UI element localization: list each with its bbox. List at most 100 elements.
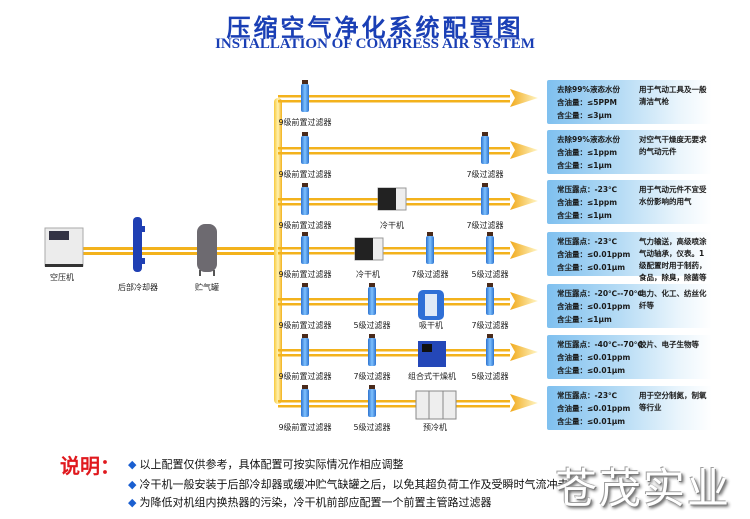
component-label: 吸干机: [419, 321, 443, 330]
spec-line: 含油量：≤1ppm: [557, 148, 618, 157]
spec-line: 含尘量：≤0.01μm: [557, 263, 626, 272]
flow-arrow-icon: [510, 192, 538, 210]
component-label: 9级前置过滤器: [278, 170, 332, 179]
page-title: 压缩空气净化系统配置图: [226, 14, 524, 42]
component-label: 冷干机: [356, 270, 380, 279]
desiccant-dryer-icon: [418, 290, 444, 320]
spec-line: 常压露点：-23℃: [557, 391, 618, 400]
filter-icon: [368, 385, 376, 417]
filter-icon: [301, 80, 309, 112]
refrigerated-dryer-icon: [354, 237, 384, 261]
component-label: 7级过滤器: [411, 270, 449, 279]
component-label: 9级前置过滤器: [278, 118, 332, 127]
branch-pipe: [278, 141, 538, 159]
pre-cooler-icon: [415, 390, 457, 420]
filter-icon: [486, 283, 494, 315]
component-label: 5级过滤器: [353, 423, 391, 432]
filter-icon: [486, 334, 494, 366]
component-label: 预冷机: [423, 423, 447, 432]
usage-text: 用于气动元件不宜受水份影响的用气: [639, 185, 707, 206]
branch-pipe: [278, 89, 538, 107]
usage-text: 气力输送，高级喷涂气动轴承，仪表。1级配置时用于制药，食品，除臭，除菌等: [639, 237, 707, 282]
spec-line: 常压露点：-23℃: [557, 185, 618, 194]
spec-line: 含尘量：≤1μm: [557, 161, 612, 170]
spec-line: 含油量：≤0.01ppm: [557, 302, 631, 311]
component-label: 9级前置过滤器: [278, 221, 332, 230]
component-label: 9级前置过滤器: [278, 423, 332, 432]
usage-text: 用于空分制氮，制氧等行业: [639, 391, 707, 412]
component-label: 7级过滤器: [471, 321, 509, 330]
spec-box: 常压露点：-23℃ 含油量：≤0.01ppm 含尘量：≤0.01μm 气力输送，高级喷…: [547, 232, 712, 282]
spec-line: 去除99%液态水份: [557, 135, 620, 144]
spec-line: 含尘量：≤1μm: [557, 211, 612, 220]
aftercooler-icon: [133, 217, 145, 272]
flow-arrow-icon: [510, 394, 538, 412]
refrigerated-dryer-icon: [377, 187, 407, 211]
component-label: 7级过滤器: [466, 221, 504, 230]
note-item: ◆以上配置仅供参考，具体配置可按实际情况作相应调整: [128, 458, 404, 471]
note-item: ◆冷干机一般安装于后部冷却器或缓冲贮气缺罐之后，以免其超负荷工作及受瞬时气流冲击: [128, 478, 569, 491]
filter-icon: [301, 385, 309, 417]
usage-text: 用于气动工具及一般清洁气枪: [639, 85, 707, 106]
flow-arrow-icon: [510, 141, 538, 159]
spec-line: 常压露点：-20℃--70℃: [557, 289, 643, 298]
diamond-bullet-icon: ◆: [128, 458, 137, 471]
diamond-bullet-icon: ◆: [128, 478, 137, 491]
spec-line: 含油量：≤5PPM: [557, 98, 617, 107]
spec-line: 含尘量：≤0.01μm: [557, 366, 626, 375]
diamond-bullet-icon: ◆: [128, 496, 137, 509]
flow-arrow-icon: [510, 292, 538, 310]
component-label: 组合式干燥机: [408, 372, 456, 381]
component-label: 5级过滤器: [471, 372, 509, 381]
component-label: 7级过滤器: [466, 170, 504, 179]
usage-text: 电力、化工、纺丝化纤等: [639, 289, 707, 310]
spec-line: 含油量：≤0.01ppm: [557, 404, 631, 413]
filter-icon: [368, 283, 376, 315]
usage-text: 胶片、电子生物等: [639, 340, 699, 349]
filter-icon: [481, 132, 489, 164]
filter-icon: [301, 232, 309, 264]
combined-dryer-icon: [418, 341, 446, 367]
component-label: 9级前置过滤器: [278, 372, 332, 381]
filter-icon: [368, 334, 376, 366]
watermark: 苍茂实业: [555, 464, 732, 513]
riser-pipe: [274, 98, 282, 404]
filter-icon: [301, 283, 309, 315]
spec-line: 含尘量：≤0.01μm: [557, 417, 626, 426]
spec-line: 含油量：≤1ppm: [557, 198, 618, 207]
flow-arrow-icon: [510, 89, 538, 107]
spec-line: 含油量：≤0.01ppm: [557, 250, 631, 259]
spec-line: 常压露点：-23℃: [557, 237, 618, 246]
page-subtitle: INSTALLATION OF COMPRESS AIR SYSTEM: [215, 36, 535, 52]
compressor-label: 空压机: [50, 273, 74, 282]
branch-pipe: [278, 192, 538, 210]
spec-line: 含尘量：≤1μm: [557, 315, 612, 324]
usage-text: 对空气干燥度无要求的气动元件: [639, 135, 707, 156]
component-label: 7级过滤器: [353, 372, 391, 381]
spec-box: 常压露点：-20℃--70℃ 含油量：≤0.01ppm 含尘量：≤1μm 电力、化工、…: [547, 284, 712, 328]
component-label: 5级过滤器: [353, 321, 391, 330]
component-label: 冷干机: [380, 221, 404, 230]
spec-box: 常压露点：-23℃ 含油量：≤0.01ppm 含尘量：≤0.01μm 用于空分制氮，制…: [547, 386, 712, 430]
branch-pipe: [278, 394, 538, 412]
component-label: 9级前置过滤器: [278, 270, 332, 279]
filter-icon: [486, 232, 494, 264]
filter-icon: [426, 232, 434, 264]
aftercooler-label: 后部冷却器: [118, 283, 158, 292]
filter-icon: [301, 183, 309, 215]
branch-pipe: [278, 343, 538, 361]
spec-box: 常压露点：-23℃ 含油量：≤1ppm 含尘量：≤1μm 用于气动元件不宜受水份影响的…: [547, 180, 712, 224]
air-tank-icon: [197, 224, 217, 276]
branch-pipe: [278, 292, 538, 310]
spec-box: 去除99%液态水份含油量：≤1ppm 含尘量：≤1μm 对空气干燥度无要求的气动元件: [547, 130, 712, 174]
filter-icon: [301, 334, 309, 366]
flow-arrow-icon: [510, 343, 538, 361]
note-item: ◆为降低对机组内换热器的污染，冷干机前部应配置一个前置主管路过滤器: [128, 496, 492, 509]
branch-pipe: [278, 241, 538, 259]
filter-icon: [481, 183, 489, 215]
spec-line: 常压露点：-40℃--70℃: [557, 340, 643, 349]
flow-arrow-icon: [510, 241, 538, 259]
air-compressor-icon: [44, 227, 84, 267]
